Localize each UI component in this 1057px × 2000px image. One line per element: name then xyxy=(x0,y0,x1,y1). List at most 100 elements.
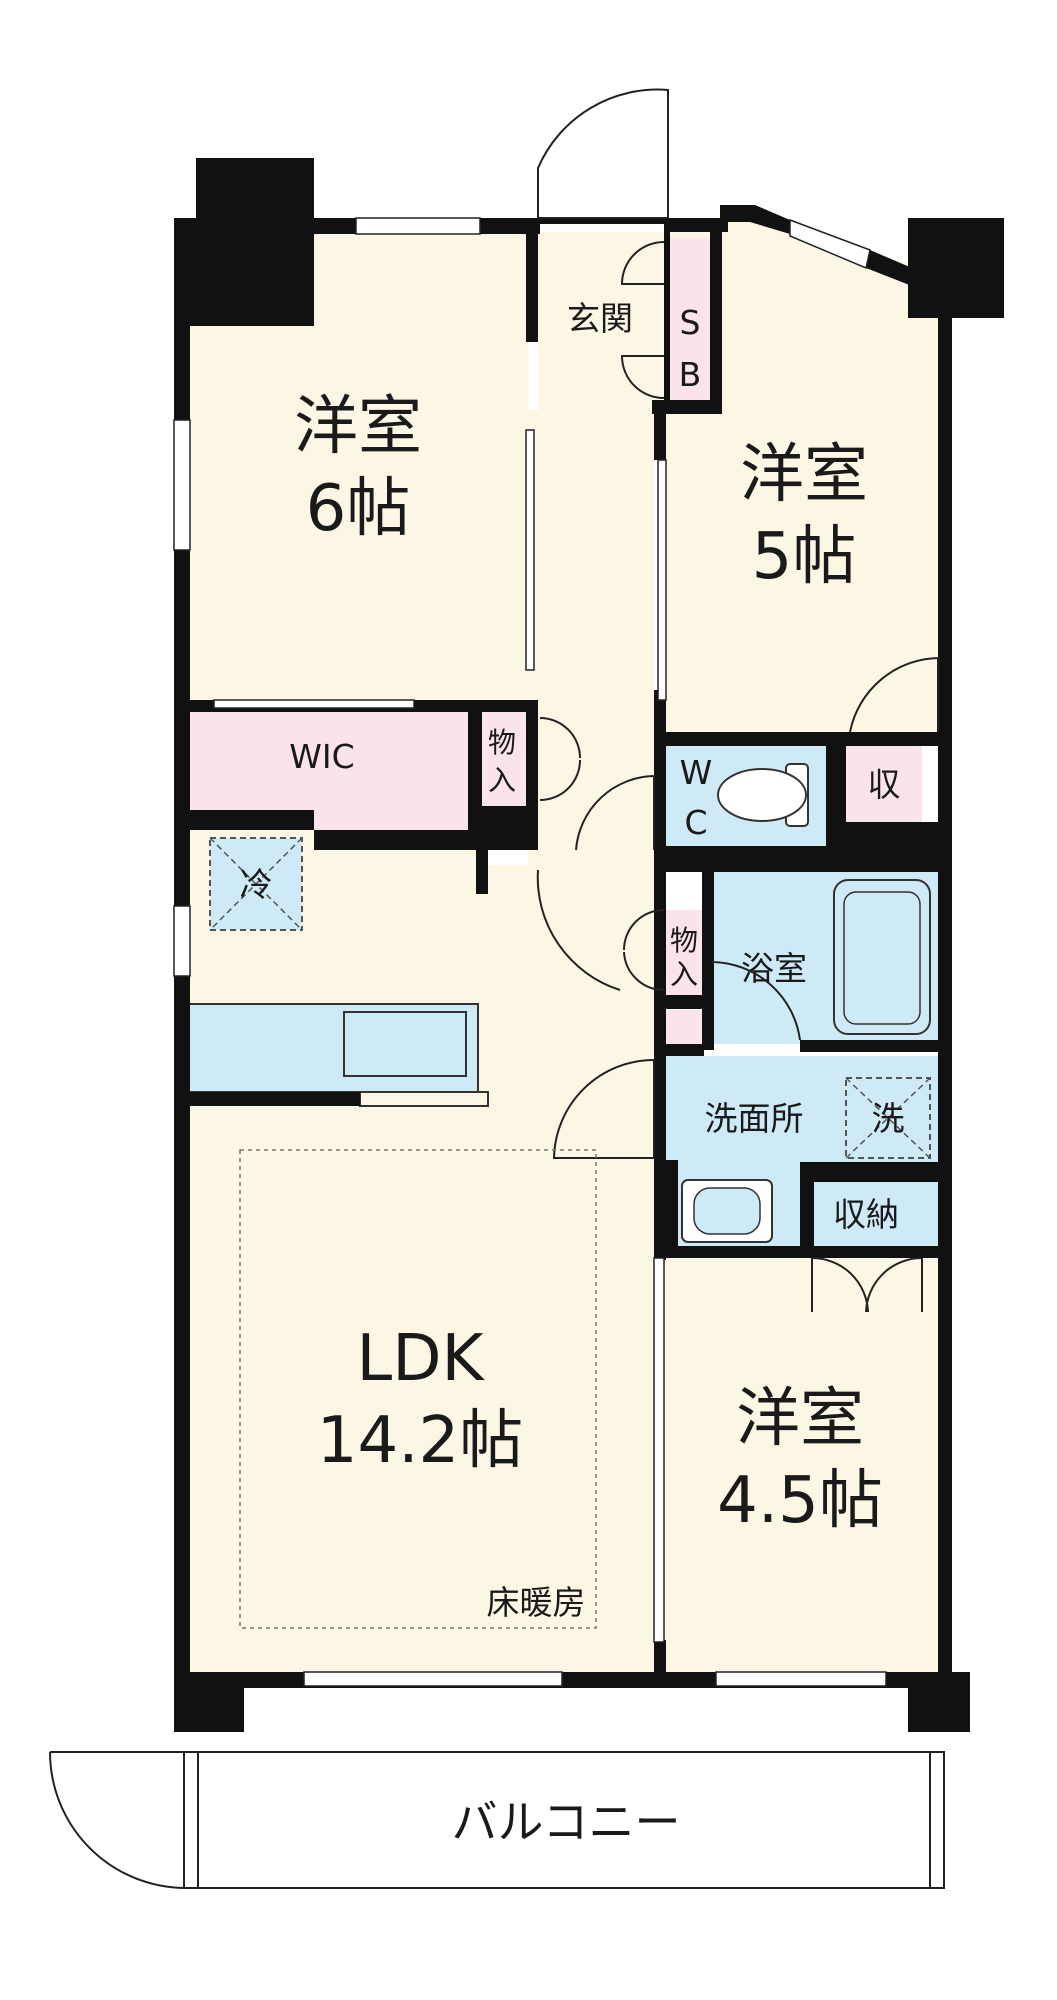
wall-storage2-bottom xyxy=(654,995,712,1009)
wall-storage1-bottom xyxy=(478,806,538,850)
ldk-size: 14.2帖 xyxy=(317,1404,524,1478)
wall-outer-right xyxy=(938,318,952,1688)
wall-bedroom5-top xyxy=(720,205,790,234)
wall-bedroom5-diag xyxy=(866,250,912,286)
wall-bedroom45-left xyxy=(654,1640,666,1688)
bedroom-5-size: 5帖 xyxy=(752,520,857,594)
bedroom-6-name: 洋室 xyxy=(294,390,422,464)
wall-entrance-top xyxy=(538,218,668,224)
ldk-floor xyxy=(188,830,654,1672)
toilet-label-c: C xyxy=(684,803,707,842)
room-fills xyxy=(187,215,940,1672)
door-bedroom5 xyxy=(849,657,941,733)
toilet-label-w: W xyxy=(680,753,713,792)
sliding-door-bedroom6 xyxy=(525,429,535,671)
door-front xyxy=(537,88,669,218)
wall-wash-storage-top xyxy=(800,1162,952,1182)
door-hallway xyxy=(575,774,655,851)
entrance-floor xyxy=(538,232,668,412)
wall-wic-bottom-left xyxy=(188,810,314,830)
sliding-door-bedroom45 xyxy=(653,1257,665,1643)
wic-floor xyxy=(188,712,470,830)
storage-closet-label: 収納 xyxy=(833,1195,899,1234)
wall-hall-right xyxy=(654,410,666,460)
storage-2-floor xyxy=(666,910,702,995)
shoe-box-label-b: B xyxy=(679,355,702,394)
storage-1-label-a: 物 xyxy=(488,726,516,759)
balcony-label: バルコニー xyxy=(451,1795,680,1849)
bathtub-inner xyxy=(843,891,921,1025)
toilet-bowl xyxy=(717,768,807,822)
door-storage1-a xyxy=(539,717,581,759)
door-balcony xyxy=(49,1751,187,1889)
floor-heating-area xyxy=(239,1149,597,1629)
closet-small-floor xyxy=(846,745,922,823)
washer-box xyxy=(845,1077,931,1159)
washroom-label: 洗面所 xyxy=(705,1099,804,1138)
ldk-name: LDK xyxy=(357,1322,486,1396)
fixtures xyxy=(183,763,945,1889)
entrance-label: 玄関 xyxy=(567,299,633,338)
wall-bath-bottom-2 xyxy=(654,1044,704,1056)
bedroom-5-floor xyxy=(664,215,940,735)
window-top-bedroom6 xyxy=(355,217,481,235)
wall-wash-bottom xyxy=(654,1246,952,1258)
window-wic xyxy=(213,699,415,709)
balcony-post-left xyxy=(183,1751,199,1889)
door-closet-b xyxy=(865,1257,923,1313)
bedroom-45-size: 4.5帖 xyxy=(717,1464,883,1538)
wall-closet-bottom xyxy=(846,822,952,850)
sliding-door-bedroom5 xyxy=(657,459,667,701)
door-washroom xyxy=(552,1058,655,1159)
wall-stub xyxy=(476,850,488,894)
wall-wash-lower-left xyxy=(654,1160,678,1256)
window-bottom-bedroom45 xyxy=(715,1671,887,1687)
wall-wc-right xyxy=(826,732,846,854)
labels: 洋室 6帖 洋室 5帖 洋室 4.5帖 LDK 14.2帖 玄関 S B WIC… xyxy=(240,299,905,1849)
window-bottom-ldk xyxy=(303,1671,563,1687)
pillar-top-left-2 xyxy=(174,218,274,326)
small-storage-floor xyxy=(666,1010,702,1050)
washer-label: 洗 xyxy=(872,1099,905,1138)
window-left-ldk xyxy=(173,905,191,977)
window-left-bedroom6 xyxy=(173,419,191,551)
storage-2-label-a: 物 xyxy=(670,924,698,957)
refrigerator-label: 冷 xyxy=(240,865,273,904)
wall-bath-bottom xyxy=(800,1040,952,1052)
storage-2-label-b: 入 xyxy=(670,958,698,991)
bathroom-label: 浴室 xyxy=(741,949,807,988)
door-storage2-b xyxy=(623,951,665,992)
wall-wc-top xyxy=(654,732,952,746)
kitchen-sink xyxy=(343,1011,467,1077)
door-storage1-b xyxy=(539,759,581,801)
wall-shoebox-left xyxy=(664,218,670,408)
wall-bath-left xyxy=(702,870,714,1050)
wall-top-left xyxy=(290,218,360,234)
door-storage2-a xyxy=(623,909,665,951)
wall-top-mid xyxy=(478,218,540,234)
wall-wash-storage xyxy=(800,1162,814,1256)
hallway-floor xyxy=(528,410,654,870)
sliding-doors xyxy=(525,429,667,1643)
wall-shoebox-right xyxy=(710,218,722,408)
wall-shoebox-bottom xyxy=(652,400,722,414)
storage-1-floor xyxy=(480,712,526,807)
wash-basin-bowl xyxy=(693,1187,761,1235)
bedroom-45-floor xyxy=(664,1255,940,1672)
shoe-box-floor xyxy=(668,238,712,400)
wall-hall-right-2 xyxy=(654,690,666,1260)
door-swings xyxy=(49,88,941,1889)
storage-1-label-b: 入 xyxy=(488,764,516,797)
bedroom-5-name: 洋室 xyxy=(740,438,868,512)
wall-kitchen-bottom xyxy=(188,1092,360,1106)
door-bathroom xyxy=(711,961,801,1041)
closet-small-label: 収 xyxy=(868,765,901,804)
wall-wc-bottom xyxy=(654,846,952,872)
window-bedroom5-top xyxy=(789,218,871,270)
pillar-top-right xyxy=(908,218,1004,318)
bedroom-6-size: 6帖 xyxy=(306,472,411,546)
balcony-post-right xyxy=(929,1751,945,1889)
wall-bedroom6-right xyxy=(526,232,538,342)
floor-heating-label: 床暖房 xyxy=(487,1583,586,1622)
